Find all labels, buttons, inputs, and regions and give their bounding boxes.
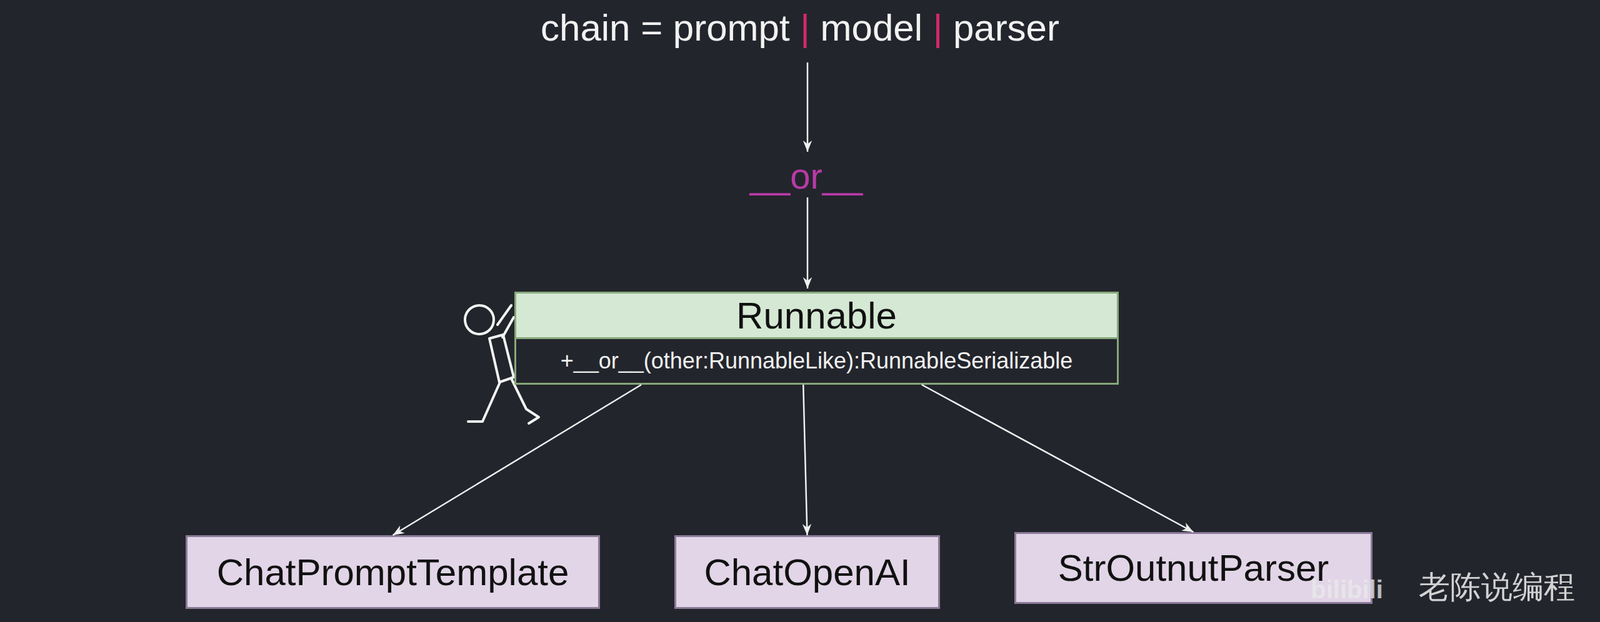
expression-token: model [820,6,934,49]
class-box: ChatOpenAI [674,535,940,610]
method-signature: +__or__(other:RunnableLike):RunnableSeri… [516,339,1117,384]
class-name: Runnable [516,293,1117,340]
expression-token: = [640,6,674,49]
class-name: ChatPromptTemplate [216,551,570,595]
expression-token: parser [953,6,1060,49]
expression-token: | [933,6,954,49]
class-name: ChatOpenAI [703,551,910,595]
class-box: Runnable+__or__(other:RunnableLike):Runn… [514,291,1119,385]
class-name: StrOutnutParser [1058,546,1330,590]
inheritance-arrow [393,385,642,536]
flow-arrow [806,62,809,152]
expression-token: | [800,6,820,49]
chain-expression: chain = prompt | model | parser [540,6,1060,50]
inheritance-arrow [921,385,1194,533]
inheritance-arrow [803,385,807,536]
watermark: bilibili [1310,576,1384,605]
class-box: ChatPromptTemplate [185,535,600,610]
expression-token: chain [540,6,641,49]
expression-token: prompt [673,6,800,49]
watermark: 老陈说编程 [1418,566,1575,609]
operator-label: __or__ [750,155,864,197]
flow-arrow [806,197,809,289]
